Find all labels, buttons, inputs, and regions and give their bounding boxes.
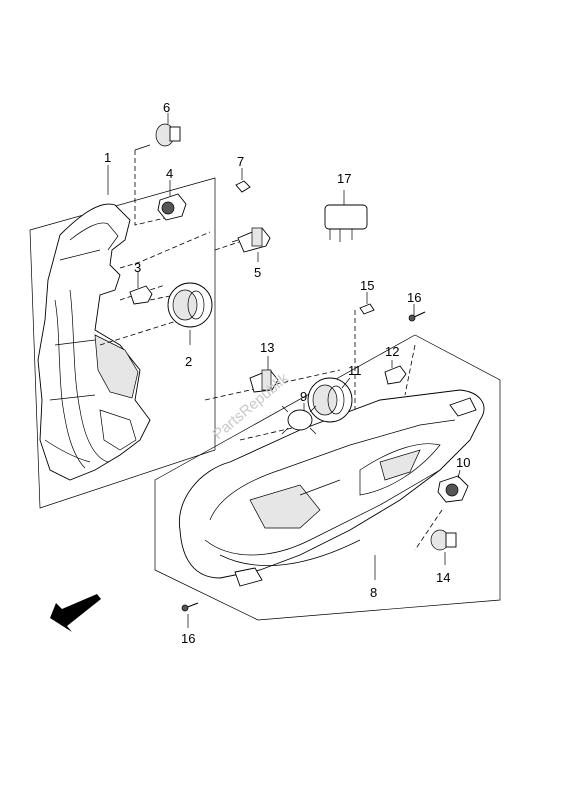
screw-16-upper	[408, 311, 426, 322]
label-5: 5	[254, 265, 261, 280]
bulb-3	[129, 285, 153, 305]
label-11: 11	[348, 363, 362, 378]
bulb-12	[384, 365, 407, 385]
socket-4	[157, 193, 187, 221]
bulb-7	[235, 180, 251, 193]
leader-lines	[107, 113, 461, 628]
label-12: 12	[385, 344, 399, 359]
socket-10	[437, 475, 469, 503]
bulb-5	[231, 227, 271, 253]
label-6: 6	[163, 100, 170, 115]
relay-17	[324, 190, 368, 242]
label-1: 1	[104, 150, 111, 165]
label-15: 15	[360, 278, 374, 293]
bulb-6	[134, 123, 181, 151]
label-8: 8	[370, 585, 377, 600]
label-16-lower: 16	[181, 631, 195, 646]
screw-16-lower	[181, 602, 199, 612]
label-14: 14	[436, 570, 450, 585]
headlamp-assembly	[154, 310, 501, 621]
headlamp-housing	[178, 389, 485, 579]
bulb-14	[430, 529, 457, 551]
rear-lamp-assembly	[29, 150, 246, 509]
label-10: 10	[456, 455, 470, 470]
label-16-upper: 16	[407, 290, 421, 305]
arrow-down-left-icon	[50, 594, 101, 632]
rear-housing	[37, 203, 151, 481]
reflector-11	[307, 377, 353, 423]
label-4: 4	[166, 166, 173, 181]
group-1-frame	[29, 177, 216, 509]
label-17: 17	[337, 171, 351, 186]
label-13: 13	[260, 340, 274, 355]
label-3: 3	[134, 260, 141, 275]
bulb-13	[249, 369, 279, 393]
group-8-frame	[154, 334, 501, 621]
label-9: 9	[300, 389, 307, 404]
bulb-15	[359, 303, 375, 315]
label-7: 7	[237, 154, 244, 169]
reflector-2	[167, 282, 213, 328]
label-2: 2	[185, 354, 192, 369]
socket-9	[281, 405, 317, 435]
